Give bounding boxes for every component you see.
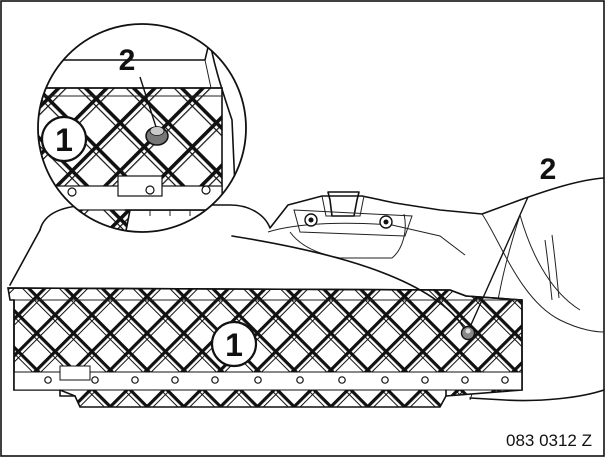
svg-text:1: 1 bbox=[225, 327, 243, 363]
callout-detail-part: 1 bbox=[40, 115, 88, 163]
detail-magnifier: 2 1 bbox=[37, 23, 247, 233]
leader-line-fastener bbox=[469, 196, 529, 328]
callout-main-part: 1 bbox=[210, 320, 258, 368]
panel-mounting-holes bbox=[44, 376, 509, 384]
fastener-clip bbox=[460, 325, 476, 341]
mounting-bracket bbox=[293, 191, 413, 237]
zoom-connector-line bbox=[231, 235, 465, 329]
vehicle-body-panel bbox=[9, 177, 605, 402]
fastener-clip-detail bbox=[145, 126, 169, 146]
callout-detail-fastener: 2 bbox=[119, 44, 136, 77]
figure-code: 083 0312 Z bbox=[506, 431, 592, 450]
svg-text:1: 1 bbox=[55, 122, 73, 158]
leader-line-fastener-detail bbox=[139, 76, 157, 128]
grille-cover-panel bbox=[7, 287, 523, 408]
callout-main-fastener: 2 bbox=[540, 153, 557, 186]
